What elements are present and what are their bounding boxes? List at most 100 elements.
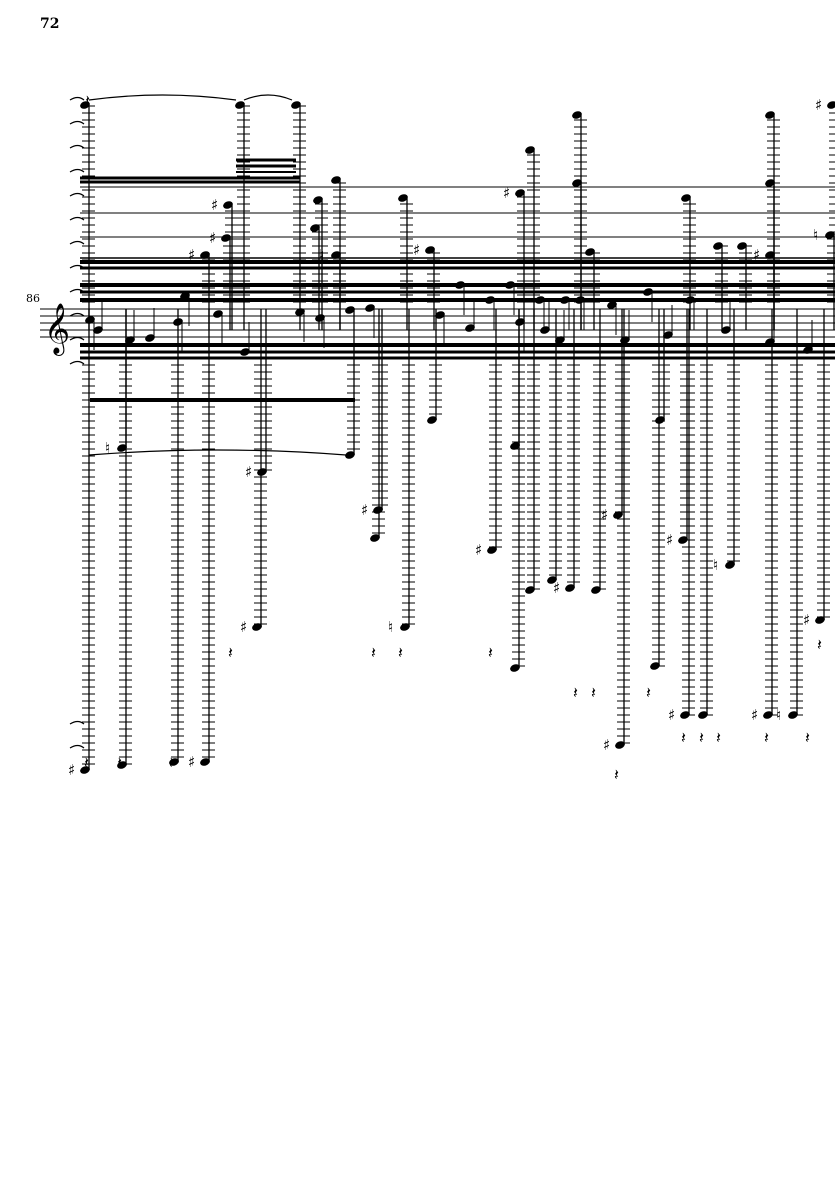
note-head (535, 296, 545, 304)
tie (88, 94, 237, 101)
natural-icon: ♮ (319, 246, 324, 264)
sharp-icon: ♯ (603, 736, 610, 754)
note-head (145, 334, 155, 342)
quarter-rest-icon: 𝄽 (681, 728, 686, 747)
note-head (252, 623, 262, 631)
note-head (678, 536, 688, 544)
note-head (765, 111, 775, 119)
tie (69, 312, 85, 317)
note-head (169, 758, 179, 766)
note-head (425, 246, 435, 254)
note-head (725, 561, 735, 569)
note-head (572, 111, 582, 119)
quarter-rest-icon: 𝄽 (817, 635, 822, 654)
note-head (613, 511, 623, 519)
natural-icon: ♮ (813, 226, 818, 244)
tie (69, 192, 85, 197)
note-head (370, 534, 380, 542)
sharp-icon: ♯ (68, 761, 75, 779)
tie (69, 336, 85, 341)
quarter-rest-icon: 𝄽 (646, 683, 651, 702)
note-head (547, 576, 557, 584)
note-head (455, 281, 465, 289)
sharp-icon: ♯ (188, 246, 195, 264)
note-head (510, 664, 520, 672)
quarter-rest-icon: 𝄽 (699, 728, 704, 747)
note-head (213, 310, 223, 318)
note-head (643, 288, 653, 296)
quarter-rest-icon: 𝄽 (398, 643, 403, 662)
quarter-rest-icon: 𝄽 (805, 728, 810, 747)
note-head (655, 416, 665, 424)
note-head (345, 306, 355, 314)
quarter-rest-icon: 𝄽 (117, 753, 122, 772)
note-head (560, 296, 570, 304)
note-head (607, 301, 617, 309)
note-head (235, 101, 245, 109)
note-head (80, 766, 90, 774)
tie (69, 120, 85, 125)
quarter-rest-icon: 𝄽 (371, 643, 376, 662)
note-head (85, 316, 95, 324)
page-number: 72 (40, 16, 60, 32)
note-head (291, 101, 301, 109)
note-head (620, 336, 630, 344)
note-head (221, 234, 231, 242)
note-head (575, 296, 585, 304)
note-head (615, 741, 625, 749)
note-head (555, 336, 565, 344)
note-head (572, 179, 582, 187)
note-head (713, 242, 723, 250)
sharp-icon: ♯ (601, 506, 608, 524)
sharp-icon: ♯ (188, 753, 195, 771)
sharp-icon: ♯ (668, 706, 675, 724)
tie (88, 449, 347, 456)
note-head (698, 711, 708, 719)
note-head (515, 318, 525, 326)
note-head (540, 326, 550, 334)
sharp-icon: ♯ (209, 229, 216, 247)
note-head (240, 348, 250, 356)
quarter-rest-icon: 𝄽 (591, 683, 596, 702)
note-head (200, 758, 210, 766)
natural-icon: ♮ (713, 556, 718, 574)
note-head (117, 444, 127, 452)
note-head (465, 324, 475, 332)
note-head (827, 101, 835, 109)
tie (69, 720, 85, 725)
sharp-icon: ♯ (815, 96, 822, 114)
natural-icon: ♮ (776, 706, 781, 724)
note-head (345, 451, 355, 459)
treble-clef-icon: 𝄞 (44, 303, 70, 356)
note-head (765, 338, 775, 346)
note-head (803, 346, 813, 354)
sharp-icon: ♯ (666, 531, 673, 549)
note-head (680, 711, 690, 719)
tie (69, 216, 85, 221)
quarter-rest-icon: 𝄽 (169, 753, 174, 772)
note-head (510, 442, 520, 450)
note-head (173, 318, 183, 326)
note-head (373, 506, 383, 514)
tie (69, 744, 85, 749)
quarter-rest-icon: 𝄽 (764, 728, 769, 747)
quarter-rest-icon: 𝄽 (488, 643, 493, 662)
note-head (427, 416, 437, 424)
note-head (313, 196, 323, 204)
sharp-icon: ♯ (240, 618, 247, 636)
natural-icon: ♮ (388, 618, 393, 636)
quarter-rest-icon: 𝄽 (85, 91, 90, 110)
sharp-icon: ♯ (803, 611, 810, 629)
note-head (80, 101, 90, 109)
note-head (681, 194, 691, 202)
sharp-icon: ♯ (753, 246, 760, 264)
note-head (93, 326, 103, 334)
tie (69, 360, 85, 365)
note-head (331, 176, 341, 184)
sharp-icon: ♯ (413, 241, 420, 259)
note-head (737, 242, 747, 250)
note-head (125, 336, 135, 344)
note-head (117, 761, 127, 769)
tie (69, 240, 85, 245)
sharp-icon: ♯ (245, 463, 252, 481)
